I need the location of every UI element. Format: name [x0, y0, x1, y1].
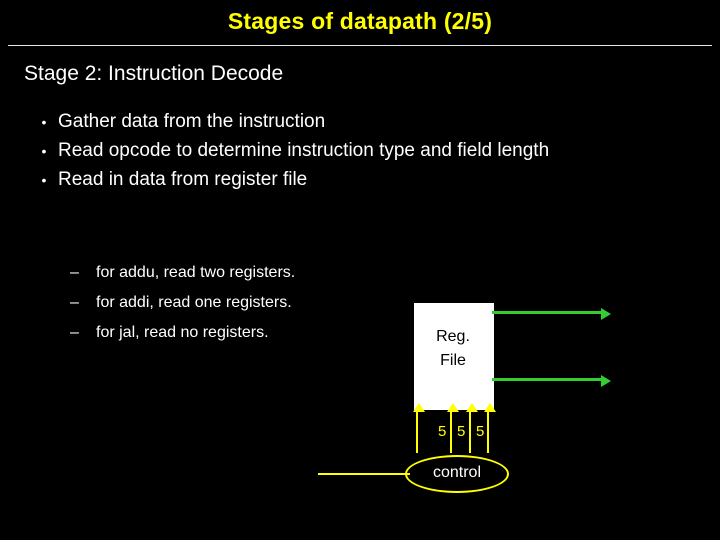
control-ellipse: [405, 455, 509, 493]
dash-icon: –: [70, 294, 79, 311]
page-title: Stages of datapath (2/5): [227, 8, 493, 34]
bullet-text: Read in data from register file: [58, 169, 308, 190]
register-file-label-line2: File: [440, 352, 466, 369]
bit-width-label-1: 5: [438, 423, 447, 440]
section-heading: Stage 2: Instruction Decode: [24, 62, 284, 85]
control-label: control: [432, 464, 482, 481]
register-file-label-line1: Reg.: [436, 328, 470, 345]
regfile-input-arrow-4: [484, 403, 496, 453]
list-item: • Gather data from the instruction: [30, 108, 690, 136]
bit-width-label-2: 5: [457, 423, 466, 440]
register-file-label: Reg. File: [414, 325, 492, 373]
bullet-list: • Gather data from the instruction • Rea…: [30, 108, 690, 195]
list-item: • Read opcode to determine instruction t…: [30, 137, 690, 165]
bullet-dot-icon: •: [41, 172, 47, 188]
sub-bullet-list: – for addu, read two registers. – for ad…: [70, 258, 470, 348]
bullet-dot-icon: •: [41, 143, 47, 159]
regfile-output-arrow-bottom: [492, 375, 611, 387]
regfile-input-arrow-3: [466, 403, 478, 453]
regfile-output-arrow-top: [492, 308, 611, 320]
list-item: • Read in data from register file: [30, 166, 690, 194]
bullet-dot-icon: •: [41, 114, 47, 130]
sub-bullet-text: for addi, read one registers.: [96, 294, 292, 311]
list-item: – for addu, read two registers.: [70, 258, 470, 288]
regfile-input-arrow-2: [447, 403, 459, 453]
list-item: – for jal, read no registers.: [70, 318, 470, 348]
sub-bullet-text: for jal, read no registers.: [96, 324, 269, 341]
bullet-text: Read opcode to determine instruction typ…: [58, 140, 550, 161]
bit-width-label-3: 5: [476, 423, 485, 440]
dash-icon: –: [70, 324, 79, 341]
sub-bullet-text: for addu, read two registers.: [96, 264, 296, 281]
list-item: – for addi, read one registers.: [70, 288, 470, 318]
dash-icon: –: [70, 264, 79, 281]
regfile-input-arrow-1: [413, 403, 425, 453]
control-input-line: [318, 473, 410, 475]
bullet-text: Gather data from the instruction: [58, 111, 326, 132]
register-file-box: [414, 303, 494, 410]
title-divider: [8, 45, 712, 46]
